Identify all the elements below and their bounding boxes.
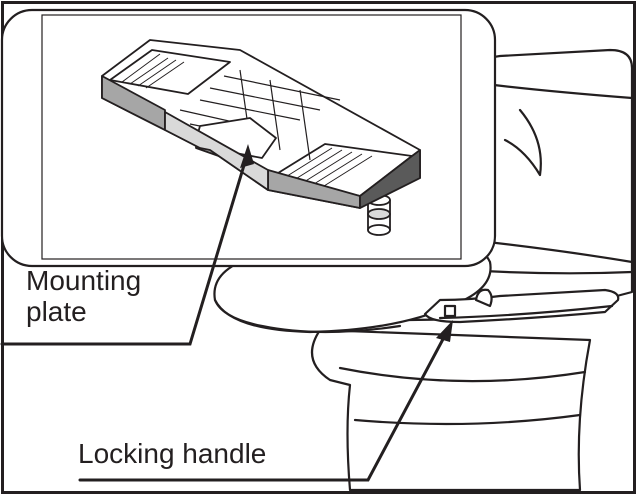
locking-handle-label: Locking handle: [78, 438, 267, 469]
locking-handle-arrowhead: [436, 320, 453, 342]
pedestal-curve: [353, 413, 582, 426]
plate-ribs: [179, 69, 341, 161]
toilet-illustration: [213, 48, 634, 492]
plate-left-teeth: [121, 53, 185, 89]
hinge-lower-edge: [438, 304, 614, 320]
plate-right-teeth: [283, 147, 373, 187]
locking-handle-leader: [78, 324, 452, 482]
mounting-plate-illustration: [101, 39, 421, 236]
toilet-pedestal: [310, 328, 592, 492]
callout-arrowheads: [240, 144, 453, 342]
seat-lid-thickness: [213, 298, 402, 334]
mounting-plate-leader: [0, 150, 250, 346]
right-support-post: [367, 194, 391, 236]
tank-shading: [503, 108, 542, 177]
inset-inner-border: [41, 14, 462, 260]
hinge-knob: [474, 288, 493, 308]
callout-lines: [0, 150, 452, 482]
locking-handle-slot: [443, 304, 457, 318]
pedestal-band: [338, 366, 587, 383]
mounting-plate-arrowhead: [240, 144, 254, 168]
mounting-plate-label: Mounting plate: [26, 265, 142, 328]
plate-right-face: [359, 149, 421, 209]
